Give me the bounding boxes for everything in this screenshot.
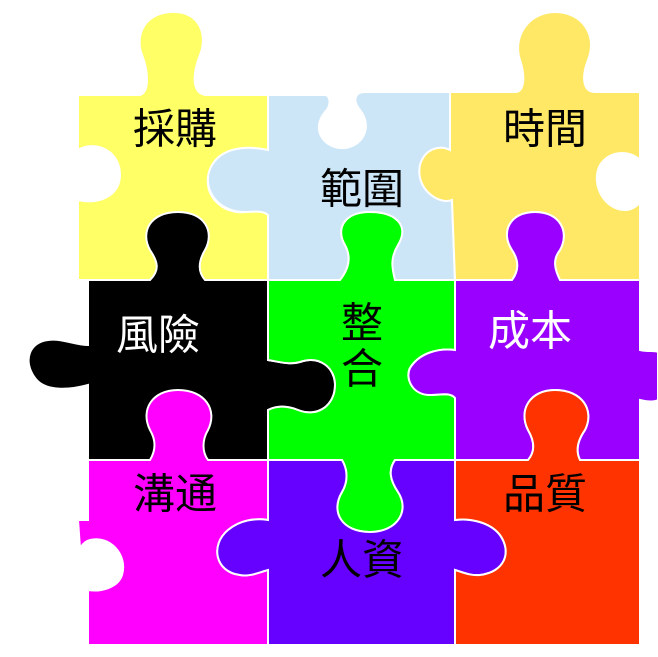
label-cost: 成本 <box>488 307 572 356</box>
label-hr: 人資 <box>320 536 404 585</box>
label-procurement: 採購 <box>133 105 217 154</box>
label-scope: 範圍 <box>320 165 404 214</box>
label-integration-line1: 整 <box>341 299 383 348</box>
label-communication: 溝通 <box>133 470 217 519</box>
label-time: 時間 <box>503 105 587 154</box>
label-quality: 品質 <box>503 470 587 519</box>
puzzle-piece-quality <box>454 388 641 646</box>
label-integration-line2: 合 <box>341 345 383 394</box>
label-risk: 風險 <box>116 311 200 360</box>
